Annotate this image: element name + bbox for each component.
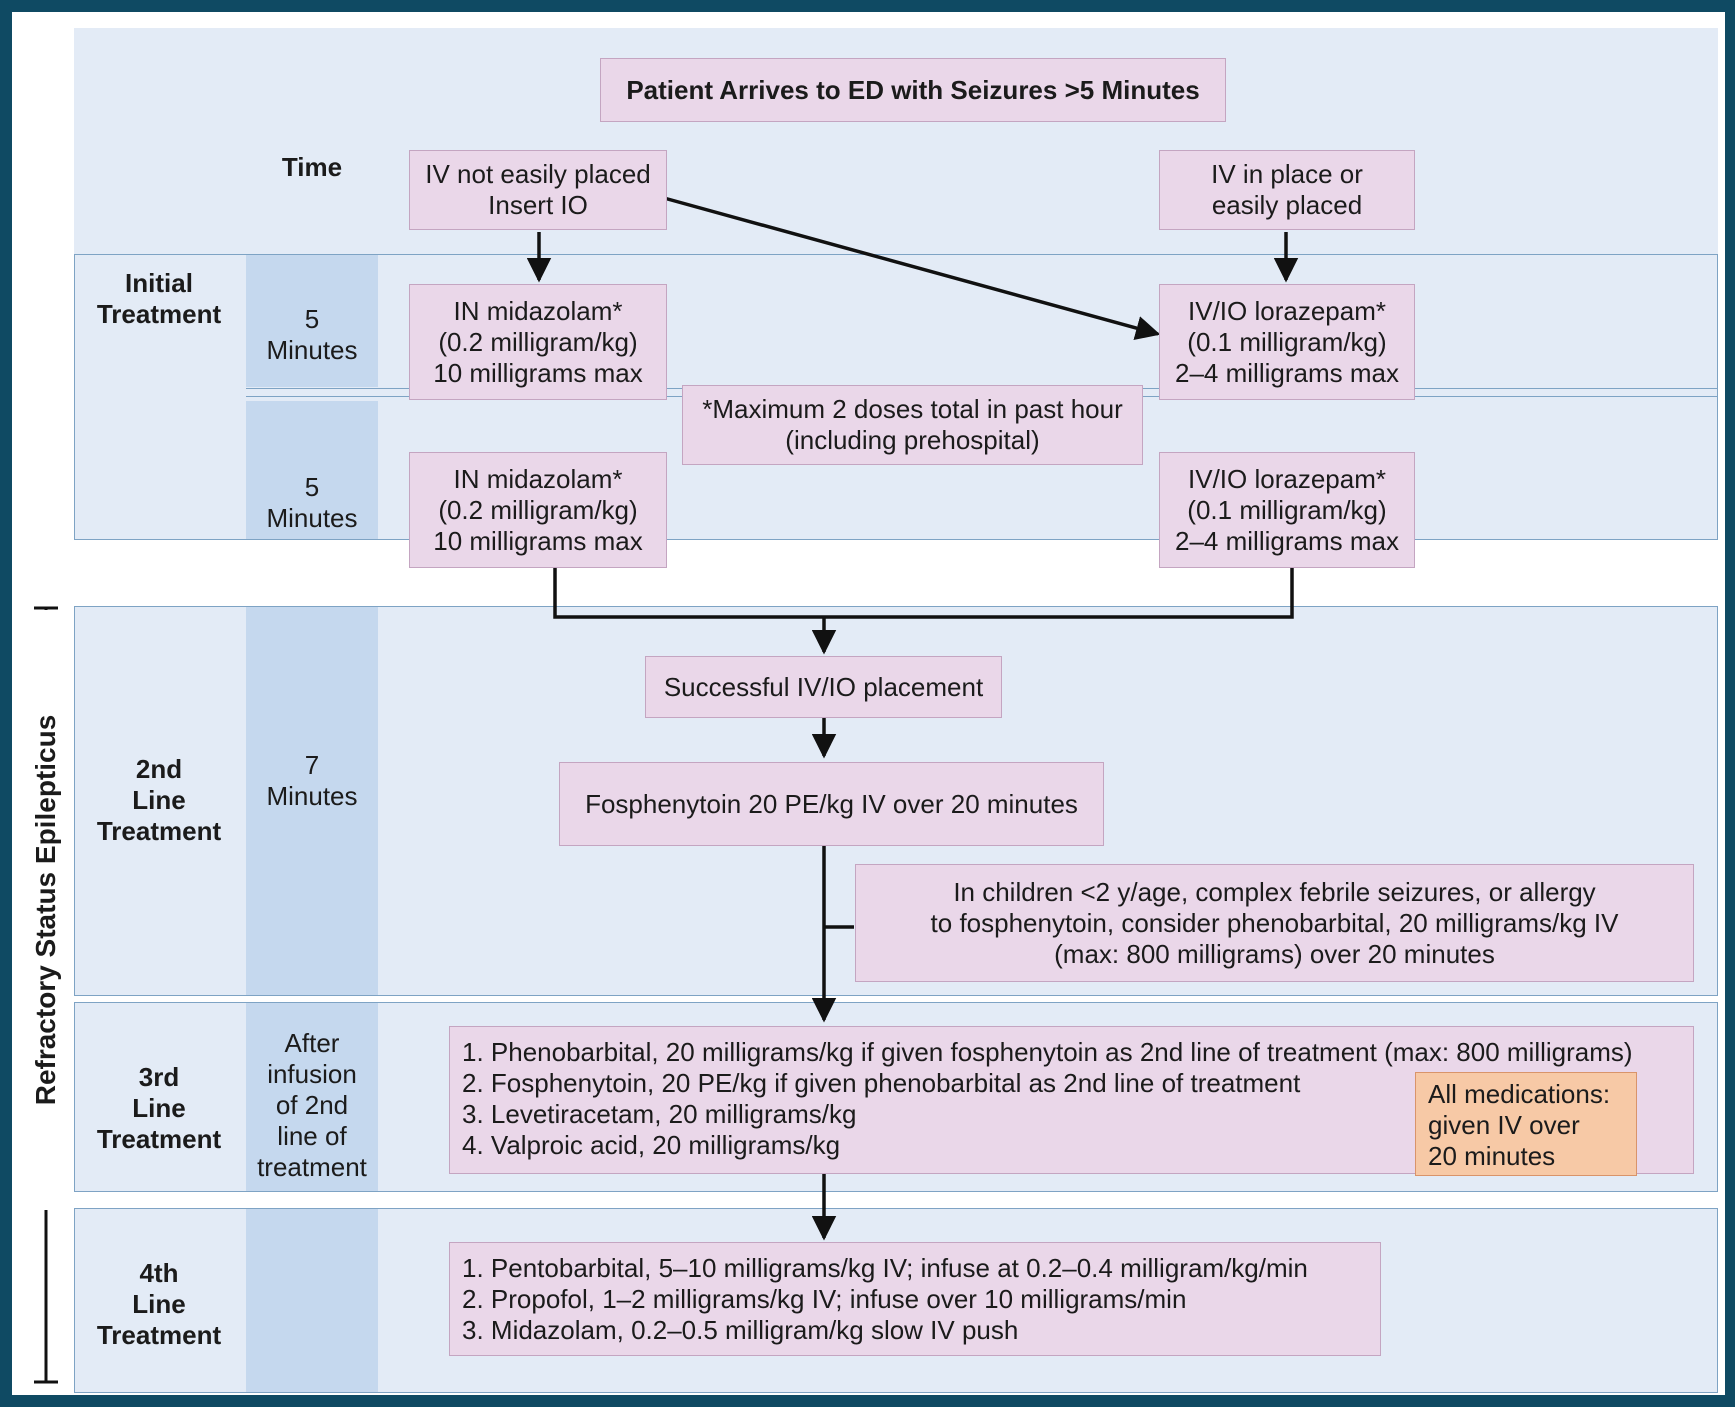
time-column-fourth	[246, 1209, 378, 1392]
flowchart-canvas: Refractory Status Epilepticus Patient Ar…	[12, 12, 1725, 1395]
list-item: 2. Fosphenytoin, 20 PE/kg if given pheno…	[462, 1068, 1301, 1098]
iv-not-placed-box: IV not easily placed Insert IO	[409, 150, 667, 230]
initial-time-1: 5 Minutes	[266, 304, 358, 365]
third-line-label: 3rd Line Treatment	[96, 1062, 222, 1154]
iv-over-20-minutes-note: All medications: given IV over 20 minute…	[1415, 1072, 1637, 1176]
fosphenytoin-box: Fosphenytoin 20 PE/kg IV over 20 minutes	[559, 762, 1104, 846]
fourth-line-label: 4th Line Treatment	[96, 1258, 222, 1350]
lorazepam-dose-1-box: IV/IO lorazepam* (0.1 milligram/kg) 2–4 …	[1159, 284, 1415, 400]
list-item: 3. Midazolam, 0.2–0.5 milligram/kg slow …	[462, 1315, 1019, 1345]
start-box: Patient Arrives to ED with Seizures >5 M…	[600, 58, 1226, 122]
arrow-left-start-to-lorazepam	[663, 196, 1161, 340]
list-item: 3. Levetiracetam, 20 milligrams/kg	[462, 1099, 857, 1129]
lorazepam-dose-2-box: IV/IO lorazepam* (0.1 milligram/kg) 2–4 …	[1159, 452, 1415, 568]
second-line-time: 7 Minutes	[266, 750, 358, 811]
time-header: Time	[281, 152, 343, 182]
list-item: 1. Phenobarbital, 20 milligrams/kg if gi…	[462, 1037, 1633, 1067]
time-column-initial-2	[246, 401, 378, 539]
list-item: 1. Pentobarbital, 5–10 milligrams/kg IV;…	[462, 1253, 1308, 1283]
max-doses-footnote: *Maximum 2 doses total in past hour (inc…	[682, 385, 1143, 465]
time-column-initial-1	[246, 255, 378, 387]
phenobarbital-alternative-box: In children <2 y/age, complex febrile se…	[855, 864, 1694, 982]
second-line-label: 2nd Line Treatment	[96, 754, 222, 846]
list-item: 4. Valproic acid, 20 milligrams/kg	[462, 1130, 841, 1160]
initial-treatment-label: Initial Treatment	[96, 268, 222, 329]
list-item: 2. Propofol, 1–2 milligrams/kg IV; infus…	[462, 1284, 1187, 1314]
time-column-second	[246, 607, 378, 995]
initial-time-2: 5 Minutes	[266, 472, 358, 533]
fourth-line-medications: 1. Pentobarbital, 5–10 milligrams/kg IV;…	[449, 1242, 1381, 1356]
merge-connector	[553, 568, 1294, 619]
time-column-third	[246, 1003, 378, 1191]
midazolam-dose-1-box: IN midazolam* (0.2 milligram/kg) 10 mill…	[409, 284, 667, 400]
third-line-time: After infusion of 2nd line of treatment	[257, 1028, 367, 1182]
iv-in-place-box: IV in place or easily placed	[1159, 150, 1415, 230]
iv-io-placement-box: Successful IV/IO placement	[645, 656, 1002, 718]
midazolam-dose-2-box: IN midazolam* (0.2 milligram/kg) 10 mill…	[409, 452, 667, 568]
